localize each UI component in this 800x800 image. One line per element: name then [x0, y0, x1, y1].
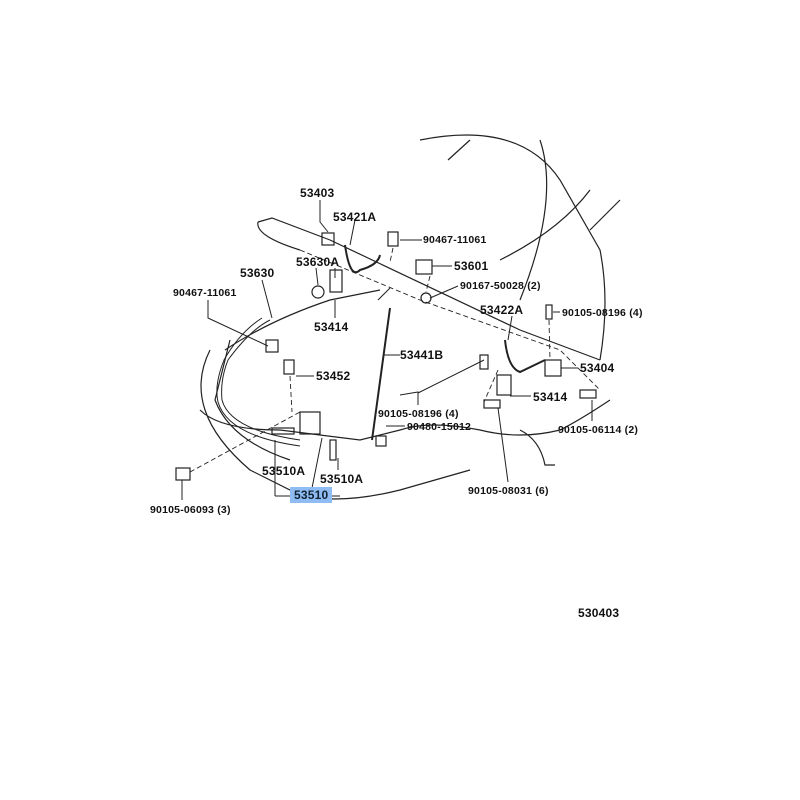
part-label-53414-right[interactable]: 53414	[533, 390, 568, 404]
figure-number: 530403	[578, 606, 620, 620]
part-label-90480-15012[interactable]: 90480-15012	[407, 421, 472, 433]
spring-53510A-left	[271, 427, 295, 435]
clip-90480	[375, 435, 387, 447]
part-label-53510-highlighted[interactable]: 53510	[290, 487, 333, 503]
spring-53510A-right	[329, 439, 337, 461]
part-label-53421a[interactable]: 53421A	[333, 210, 377, 224]
screw-90167	[420, 292, 432, 304]
bolt-90105-06114	[579, 389, 597, 399]
part-label-53441b[interactable]: 53441B	[400, 348, 444, 362]
part-label-53452[interactable]: 53452	[316, 369, 351, 383]
bolt-90105-08196-right	[545, 304, 553, 320]
part-label-90105-08196-right[interactable]: 90105-08196 (4)	[562, 307, 643, 319]
leader-lines	[181, 200, 593, 500]
part-label-53414-left[interactable]: 53414	[314, 320, 349, 334]
bolt-90105-08196-left	[479, 354, 489, 370]
prop-rod	[371, 307, 391, 441]
part-label-53630a[interactable]: 53630A	[296, 255, 340, 269]
clip-90467-left	[265, 339, 279, 353]
part-label-90467-11061-left[interactable]: 90467-11061	[173, 287, 237, 299]
hinge-left	[344, 244, 381, 274]
part-label-53510a-right[interactable]: 53510A	[320, 472, 364, 486]
part-label-53601[interactable]: 53601	[454, 259, 489, 273]
hood-outline	[257, 134, 606, 361]
cable-53630	[216, 317, 301, 447]
part-label-90467-11061-right[interactable]: 90467-11061	[423, 234, 487, 246]
hinge-53414-left	[329, 269, 343, 293]
part-label-53404[interactable]: 53404	[580, 361, 615, 375]
fender-outline	[399, 399, 611, 466]
part-label-53403[interactable]: 53403	[300, 186, 335, 200]
hinge-53404	[544, 359, 562, 377]
hinge-53414-right	[496, 374, 512, 396]
windshield-line	[499, 189, 621, 261]
bumper-53601	[415, 259, 433, 275]
part-label-53510a-left[interactable]: 53510A	[262, 464, 306, 478]
part-label-90105-08196-left[interactable]: 90105-08196 (4)	[378, 408, 459, 420]
lock-53510	[299, 411, 321, 435]
grommet-53630A	[311, 285, 325, 299]
clip-53403	[321, 232, 335, 246]
clip-90467-right	[387, 231, 399, 247]
holder-53452	[283, 359, 295, 375]
bolt-90105-06093	[175, 467, 191, 481]
part-label-90105-08031[interactable]: 90105-08031 (6)	[468, 485, 549, 497]
part-label-53630[interactable]: 53630	[240, 266, 275, 280]
bolt-90105-08031	[483, 399, 501, 409]
assembly-dashes	[189, 247, 601, 473]
part-label-53422a[interactable]: 53422A	[480, 303, 524, 317]
part-label-90167-50028[interactable]: 90167-50028 (2)	[460, 280, 541, 292]
part-label-90105-06093[interactable]: 90105-06093 (3)	[150, 504, 231, 516]
hinge-right	[504, 339, 546, 374]
part-label-90105-06114[interactable]: 90105-06114 (2)	[558, 424, 639, 436]
